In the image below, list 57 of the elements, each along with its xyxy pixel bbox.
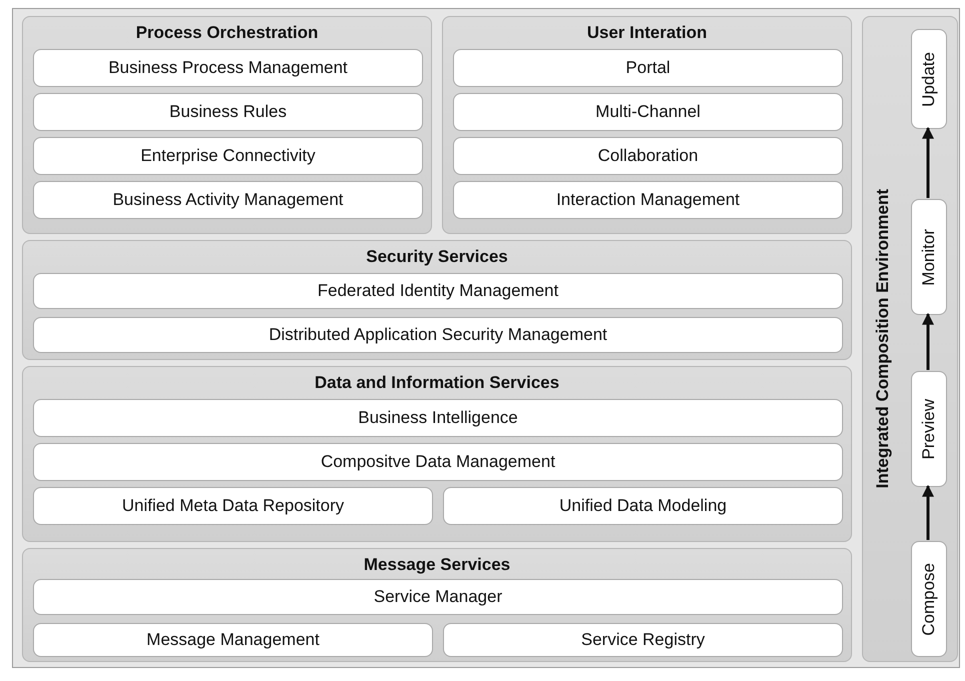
component-label: Preview bbox=[919, 398, 939, 460]
component-box bbox=[453, 181, 843, 219]
component-box bbox=[33, 399, 843, 437]
component-box bbox=[443, 623, 843, 657]
arrow bbox=[922, 484, 934, 540]
component-label: Compose bbox=[919, 562, 939, 636]
component-box bbox=[33, 49, 423, 87]
component-box bbox=[33, 317, 843, 353]
component-box bbox=[33, 623, 433, 657]
arrow bbox=[922, 312, 934, 370]
group-title: Message Services bbox=[362, 555, 512, 575]
component-box bbox=[33, 181, 423, 219]
group-panel bbox=[22, 16, 432, 234]
component-label: Unified Meta Data Repository bbox=[122, 496, 344, 516]
component-box bbox=[453, 49, 843, 87]
group-panel bbox=[862, 16, 958, 662]
component-box bbox=[911, 371, 947, 487]
component-label: Update bbox=[919, 52, 939, 106]
group-title: Integrated Composition Environment bbox=[873, 189, 893, 489]
component-label: Federated Identity Management bbox=[318, 281, 558, 301]
group-panel bbox=[442, 16, 852, 234]
component-box bbox=[33, 273, 843, 309]
component-box bbox=[911, 199, 947, 315]
component-box bbox=[33, 137, 423, 175]
component-label: Multi-Channel bbox=[596, 102, 700, 122]
component-label: Collaboration bbox=[598, 146, 698, 166]
component-label: Business Activity Management bbox=[112, 190, 344, 210]
component-label: Business Rules bbox=[169, 102, 287, 122]
group-title: User Interation bbox=[586, 23, 708, 43]
component-box bbox=[453, 93, 843, 131]
component-label: Distributed Application Security Management bbox=[268, 325, 608, 345]
component-label: Enterprise Connectivity bbox=[140, 146, 316, 166]
component-label: Interaction Management bbox=[556, 190, 740, 210]
component-label: Service Manager bbox=[374, 587, 502, 607]
component-label: Monitor bbox=[919, 228, 939, 286]
component-box bbox=[443, 487, 843, 525]
component-label: Message Management bbox=[146, 630, 320, 650]
group-title: Process Orchestration bbox=[134, 23, 320, 43]
component-label: Unified Data Modeling bbox=[559, 496, 727, 516]
group-panel bbox=[22, 366, 852, 542]
group-panel bbox=[22, 548, 852, 662]
group-title: Security Services bbox=[365, 247, 509, 267]
component-label: Portal bbox=[626, 58, 670, 78]
group-panel bbox=[22, 240, 852, 360]
component-box bbox=[911, 541, 947, 657]
component-box bbox=[453, 137, 843, 175]
component-box bbox=[33, 579, 843, 615]
component-label: Compositve Data Management bbox=[320, 452, 556, 472]
component-box bbox=[911, 29, 947, 129]
component-box bbox=[33, 93, 423, 131]
component-box bbox=[33, 443, 843, 481]
component-box bbox=[33, 487, 433, 525]
component-label: Business Intelligence bbox=[358, 408, 518, 428]
arrow bbox=[922, 126, 934, 198]
component-label: Service Registry bbox=[581, 630, 705, 650]
group-title: Data and Information Services bbox=[314, 373, 560, 393]
component-label: Business Process Management bbox=[108, 58, 348, 78]
